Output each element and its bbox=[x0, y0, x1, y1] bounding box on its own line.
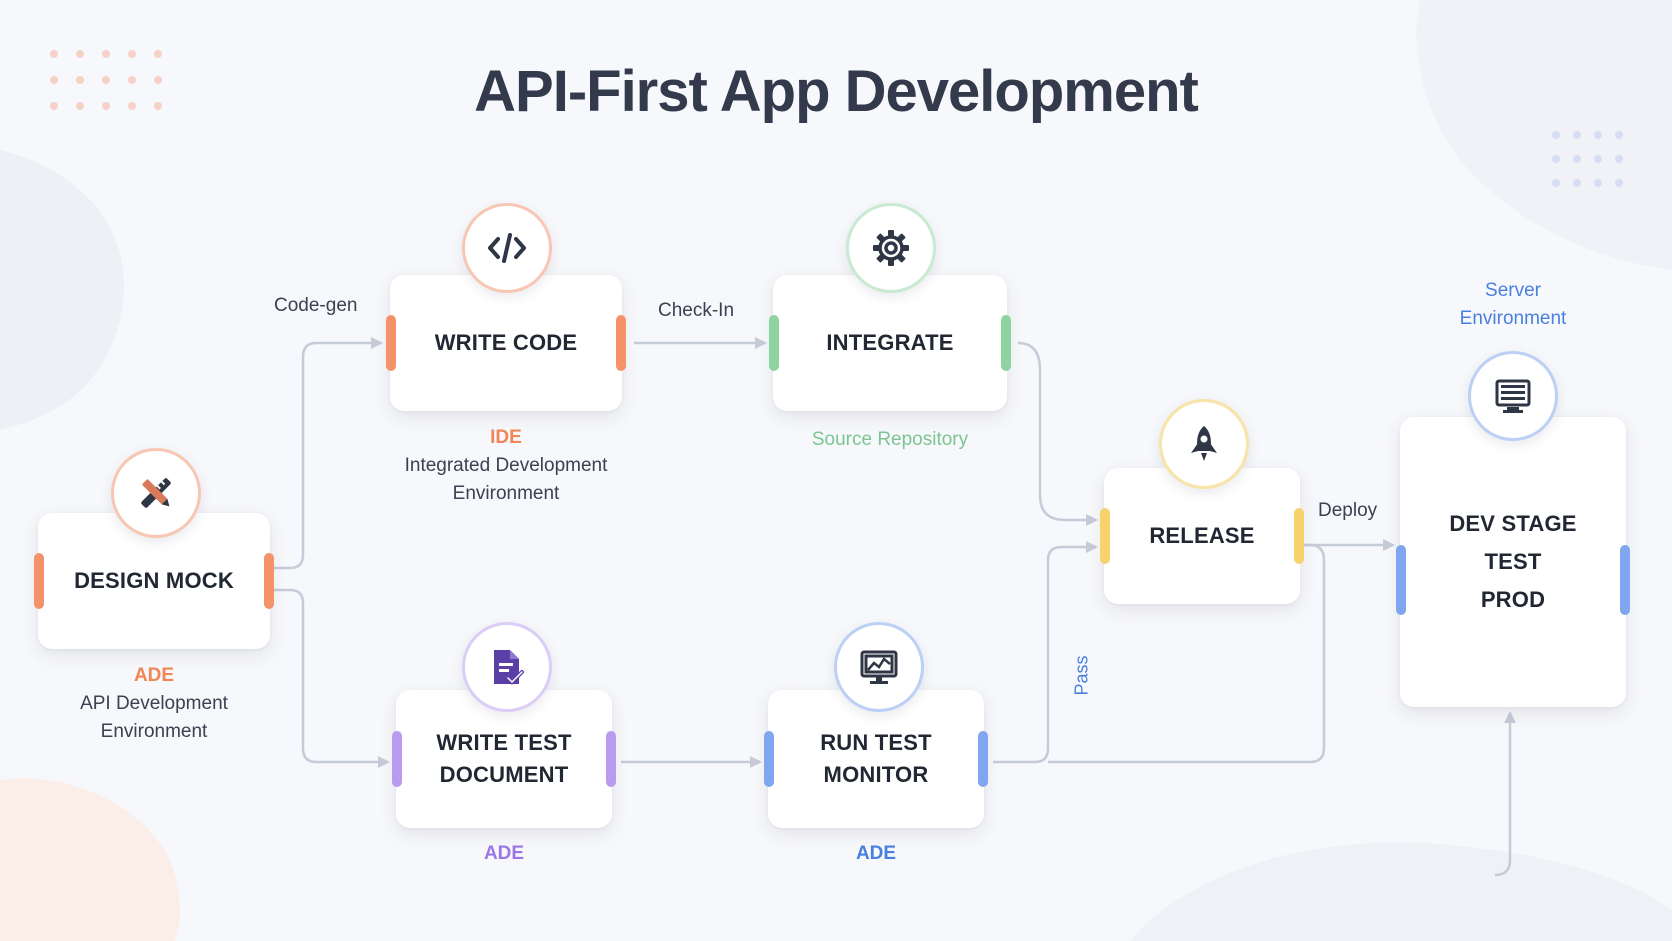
code-icon bbox=[462, 203, 552, 293]
annotation-heading: Source Repository bbox=[811, 429, 969, 450]
port-right bbox=[606, 731, 616, 787]
annotation-write-code: IDE Integrated Development Environment bbox=[370, 424, 642, 508]
annotation-line: API Development bbox=[80, 693, 228, 714]
edge-design-to-writecode bbox=[273, 337, 383, 570]
annotation-write-test: ADE bbox=[396, 840, 612, 868]
node-label: INTEGRATE bbox=[826, 330, 954, 355]
edge-bottom-to-devstage bbox=[1494, 711, 1516, 877]
port-left bbox=[1396, 545, 1406, 615]
gear-icon bbox=[846, 203, 936, 293]
rocket-icon bbox=[1159, 399, 1249, 489]
edge-label-deploy: Deploy bbox=[1318, 500, 1378, 521]
annotation-heading: ADE bbox=[855, 843, 897, 864]
port-right bbox=[1001, 315, 1011, 371]
node-dev-stage[interactable]: DEV STAGE TEST PROD bbox=[1396, 417, 1630, 707]
port-right bbox=[1620, 545, 1630, 615]
port-right bbox=[1294, 508, 1304, 564]
node-label: WRITE CODE bbox=[434, 330, 578, 355]
annotation-server: Server Environment bbox=[1420, 277, 1606, 333]
node-label: WRITE TEST DOCUMENT bbox=[436, 730, 572, 787]
port-left bbox=[1100, 508, 1110, 564]
edge-label-pass: Pass bbox=[1071, 655, 1092, 696]
node-label: DESIGN MOCK bbox=[74, 568, 234, 593]
annotation-heading: Environment bbox=[1459, 308, 1567, 329]
annotation-line: Environment bbox=[100, 721, 208, 742]
node-write-code[interactable]: WRITE CODE bbox=[386, 275, 626, 411]
port-left bbox=[386, 315, 396, 371]
decorative-dots-top-right bbox=[1552, 131, 1636, 187]
port-left bbox=[769, 315, 779, 371]
server-icon bbox=[1468, 351, 1558, 441]
monitor-chart-icon bbox=[834, 622, 924, 712]
port-right bbox=[978, 731, 988, 787]
edge-label-check-in: Check-In bbox=[658, 300, 735, 321]
document-check-icon bbox=[462, 622, 552, 712]
node-label: RUN TEST MONITOR bbox=[820, 730, 932, 787]
node-release[interactable]: RELEASE bbox=[1100, 468, 1304, 604]
page-title: API-First App Development bbox=[474, 59, 1199, 124]
node-run-test-monitor[interactable]: RUN TEST MONITOR bbox=[764, 690, 988, 828]
port-right bbox=[264, 553, 274, 609]
edge-label-code-gen: Code-gen bbox=[274, 295, 358, 316]
annotation-line: Environment bbox=[452, 483, 560, 504]
port-left bbox=[764, 731, 774, 787]
edge-design-to-writetest bbox=[273, 588, 390, 768]
annotation-integrate: Source Repository bbox=[760, 426, 1020, 454]
node-write-test-document[interactable]: WRITE TEST DOCUMENT bbox=[392, 690, 616, 828]
node-integrate[interactable]: INTEGRATE bbox=[769, 275, 1011, 411]
port-right bbox=[616, 315, 626, 371]
decorative-dots-top-left bbox=[50, 50, 180, 110]
edge-integrate-to-release bbox=[1017, 341, 1098, 526]
node-label: DEV STAGE TEST PROD bbox=[1449, 511, 1577, 612]
node-label: RELEASE bbox=[1149, 523, 1255, 548]
annotation-heading: ADE bbox=[133, 665, 175, 686]
ruler-pencil-icon bbox=[111, 448, 201, 538]
annotation-heading: IDE bbox=[490, 427, 522, 448]
annotation-heading: Server bbox=[1485, 280, 1541, 301]
annotation-design-mock: ADE API Development Environment bbox=[38, 662, 270, 746]
annotation-line: Integrated Development bbox=[404, 455, 608, 476]
annotation-heading: ADE bbox=[483, 843, 525, 864]
port-left bbox=[392, 731, 402, 787]
port-left bbox=[34, 553, 44, 609]
annotation-run-test: ADE bbox=[768, 840, 984, 868]
edge-runtest-to-release bbox=[993, 541, 1098, 764]
